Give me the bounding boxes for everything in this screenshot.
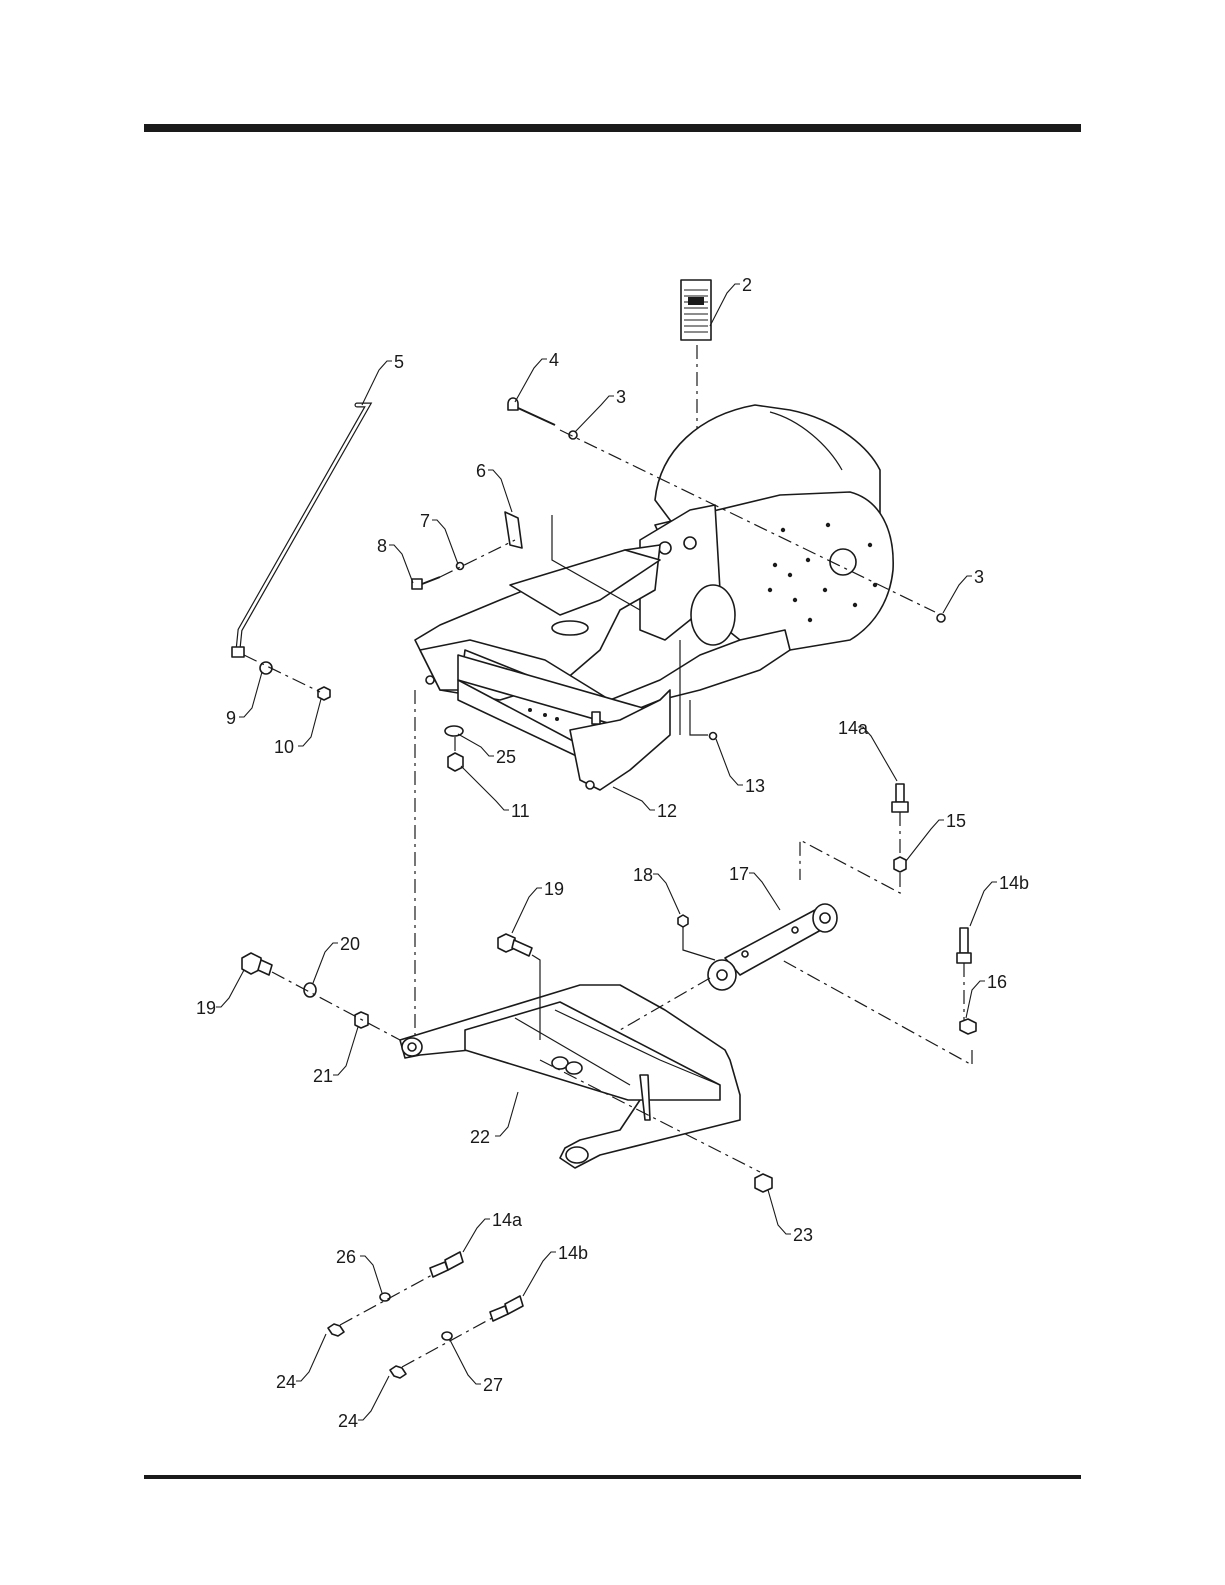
nut-part-23 [755, 1174, 772, 1192]
callout-20: 20 [340, 934, 360, 954]
callout-15: 15 [946, 811, 966, 831]
callout-21: 21 [313, 1066, 333, 1086]
hose-fitting-part-14b-lower [490, 1296, 523, 1321]
callout-8: 8 [377, 536, 387, 556]
assembly-line-13 [690, 700, 708, 735]
callout-5: 5 [394, 352, 404, 372]
callout-24-lower: 24 [338, 1411, 358, 1431]
callout-14b-lower: 14b [558, 1243, 588, 1263]
callout-19-center: 19 [544, 879, 564, 899]
callout-14a-lower: 14a [492, 1210, 523, 1230]
callout-24-upper: 24 [276, 1372, 296, 1392]
callout-9: 9 [226, 708, 236, 728]
callout-14a-upper: 14a [838, 718, 869, 738]
assembly-line-rod [244, 655, 320, 692]
leader-lines [216, 284, 997, 1420]
o-ring-part-27 [442, 1332, 452, 1340]
callout-4: 4 [549, 350, 559, 370]
lift-bracket-part-22 [400, 985, 740, 1168]
grease-fitting-part-18 [678, 915, 688, 927]
callout-23: 23 [793, 1225, 813, 1245]
callout-26: 26 [336, 1247, 356, 1267]
assembly-line-cylinder-16 [782, 960, 972, 1065]
hose-part-14a-upper [892, 784, 908, 855]
washer-part-3-lower [937, 614, 945, 622]
callout-25: 25 [496, 747, 516, 767]
bolt-part-19-left [242, 953, 272, 975]
callout-18: 18 [633, 865, 653, 885]
callout-2: 2 [742, 275, 752, 295]
elbow-fitting-part-15 [800, 840, 906, 893]
callout-14b-upper: 14b [999, 873, 1029, 893]
assembly-line-19-left [272, 972, 400, 1040]
callout-16: 16 [987, 972, 1007, 992]
callout-6: 6 [476, 461, 486, 481]
control-rod-part-5 [232, 405, 368, 657]
bolt-part-4 [508, 398, 555, 425]
bracket-part-6 [505, 512, 522, 548]
callout-10: 10 [274, 737, 294, 757]
callout-13: 13 [745, 776, 765, 796]
o-ring-part-26 [380, 1293, 390, 1301]
callout-7: 7 [420, 511, 430, 531]
decal-part-2 [681, 280, 711, 340]
callout-22: 22 [470, 1127, 490, 1147]
callout-12: 12 [657, 801, 677, 821]
nut-part-10 [318, 687, 330, 700]
nut-part-11 [448, 753, 463, 771]
callout-11: 11 [511, 801, 530, 821]
hose-fitting-part-14a-lower [430, 1252, 463, 1277]
callout-3-upper: 3 [616, 387, 626, 407]
hydraulic-cylinder-part-17 [708, 904, 837, 990]
assembly-line-14b-lower [402, 1318, 492, 1367]
callout-19-left: 19 [196, 998, 216, 1018]
callout-27: 27 [483, 1375, 503, 1395]
bolt-part-8 [412, 577, 440, 589]
assembly-line-18 [683, 927, 715, 960]
washer-part-25 [445, 726, 463, 736]
fitting-part-13 [710, 733, 717, 740]
adapter-part-24-upper [328, 1324, 344, 1336]
callout-3-lower: 3 [974, 567, 984, 587]
adapter-part-24-lower [390, 1366, 406, 1378]
elbow-fitting-part-16 [960, 1019, 976, 1034]
main-frame-part-12 [415, 405, 893, 790]
callout-labels: 2 3 3 4 5 6 7 8 9 10 11 12 13 14a 15 14b… [196, 275, 1029, 1431]
callout-17: 17 [729, 864, 749, 884]
